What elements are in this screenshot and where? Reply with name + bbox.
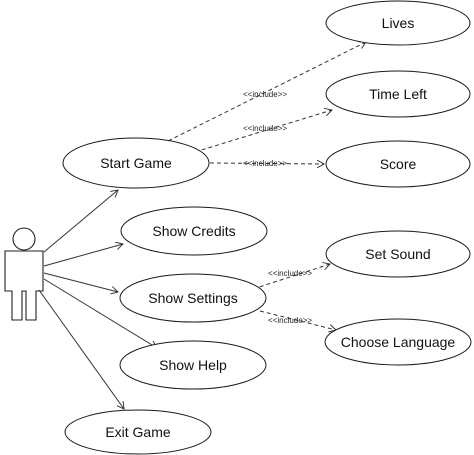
- actor-body: [4, 250, 44, 321]
- actor-head: [12, 227, 36, 251]
- include-line-lives: [161, 42, 366, 145]
- include-label-set-sound: <<include>>: [268, 269, 312, 278]
- include-line-time-left: [194, 110, 332, 153]
- use-case-lives: Lives: [325, 0, 471, 46]
- use-case-choose-language-label: Choose Language: [341, 334, 456, 350]
- use-case-lives-label: Lives: [382, 15, 415, 31]
- use-case-show-help: Show Help: [119, 340, 267, 390]
- include-label-time-left: <<include>>: [243, 124, 287, 133]
- association-show-help: [43, 278, 157, 348]
- association-show-settings: [43, 272, 118, 292]
- association-exit-game: [38, 289, 124, 409]
- association-show-credits: [43, 244, 123, 267]
- include-label-choose-language: <<include>>: [268, 316, 312, 325]
- use-case-choose-language: Choose Language: [324, 318, 472, 366]
- use-case-show-credits-label: Show Credits: [152, 223, 235, 239]
- use-case-start-game: Start Game: [62, 137, 210, 189]
- use-case-time-left: Time Left: [325, 70, 471, 118]
- include-label-lives: <<include>>: [243, 90, 287, 99]
- use-case-score-label: Score: [380, 156, 417, 172]
- include-line-choose-language: [259, 310, 336, 330]
- include-relationships: <<include>> <<include>> <<include>> <<in…: [161, 42, 366, 330]
- use-case-time-left-label: Time Left: [369, 86, 427, 102]
- use-case-show-settings-label: Show Settings: [148, 290, 238, 306]
- actor-stick-figure: [4, 227, 44, 321]
- include-line-score: [209, 163, 324, 164]
- include-label-score: <<include>>: [243, 159, 287, 168]
- association-start-game: [43, 190, 118, 253]
- use-case-set-sound-label: Set Sound: [365, 246, 430, 262]
- use-case-exit-game: Exit Game: [64, 409, 212, 455]
- use-case-set-sound: Set Sound: [325, 230, 471, 278]
- association-lines: [38, 190, 157, 409]
- use-case-show-help-label: Show Help: [159, 357, 227, 373]
- use-case-exit-game-label: Exit Game: [105, 424, 171, 440]
- use-case-score: Score: [325, 140, 471, 188]
- use-case-start-game-label: Start Game: [100, 155, 172, 171]
- use-case-show-credits: Show Credits: [120, 206, 268, 256]
- use-case-show-settings: Show Settings: [119, 273, 267, 323]
